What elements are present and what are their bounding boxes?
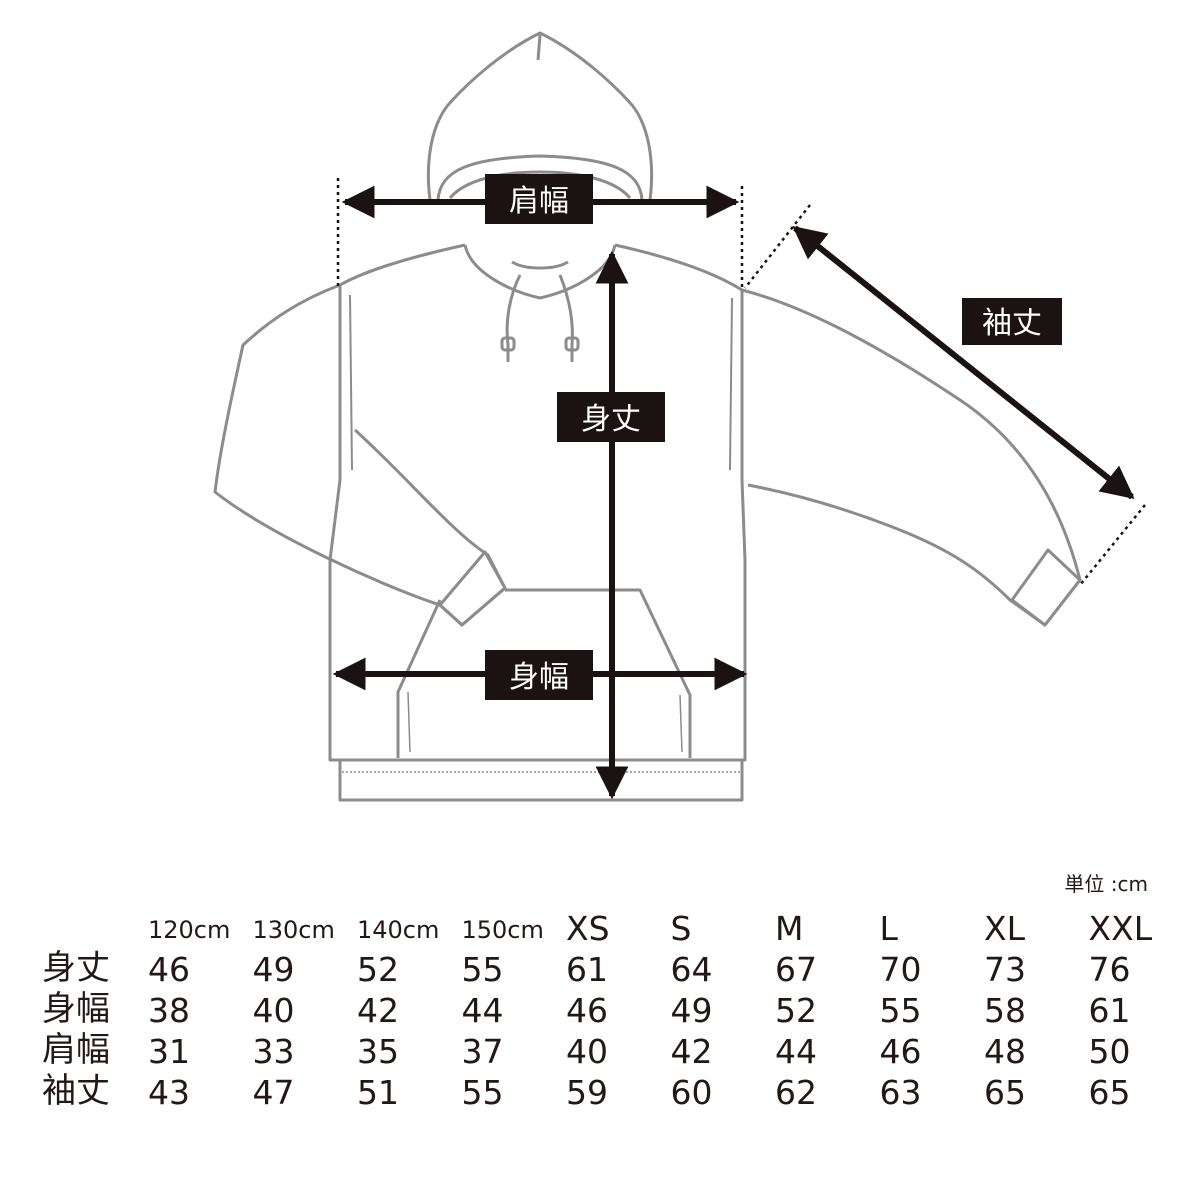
table-cell: 51 xyxy=(357,1073,399,1112)
table-cell: 37 xyxy=(461,1032,504,1071)
left-cuff xyxy=(438,550,507,627)
svg-text:肩幅: 肩幅 xyxy=(509,184,569,219)
table-cell: 31 xyxy=(148,1032,190,1071)
table-row-body-width: 身幅 38 40 42 44 46 49 52 55 58 61 xyxy=(42,989,1193,1030)
table-cell: 42 xyxy=(357,991,399,1030)
table-cell: 42 xyxy=(670,1032,713,1071)
table-cell: 44 xyxy=(775,1032,817,1071)
table-cell: 40 xyxy=(566,1032,608,1071)
drawstring-right xyxy=(558,274,574,362)
table-cell: 70 xyxy=(879,950,922,989)
table-cell: 48 xyxy=(984,1032,1026,1071)
table-cell: 73 xyxy=(984,950,1026,989)
body xyxy=(328,243,747,762)
label-shoulder-width: 肩幅 xyxy=(485,174,593,224)
measurement-guides xyxy=(332,178,1146,800)
table-cell: 65 xyxy=(984,1073,1026,1112)
size-header: S xyxy=(670,909,692,948)
svg-text:身丈: 身丈 xyxy=(581,402,641,437)
table-cell: 49 xyxy=(252,950,295,989)
table-cell: 46 xyxy=(148,950,190,989)
size-header-row: 120cm 130cm 140cm 150cm XS S M L XL XXL xyxy=(42,900,1193,948)
hood-center-seam xyxy=(536,34,542,61)
size-header: L xyxy=(879,909,898,948)
table-cell: 65 xyxy=(1088,1073,1131,1112)
table-cell: 35 xyxy=(357,1032,399,1071)
size-table: 120cm 130cm 140cm 150cm XS S M L XL XXL … xyxy=(42,900,1193,1112)
table-row-body-length: 身丈 46 49 52 55 61 64 67 70 73 76 xyxy=(42,948,1193,989)
table-cell: 52 xyxy=(775,991,817,1030)
table-cell: 55 xyxy=(879,991,922,1030)
sleeve-length-arrow xyxy=(792,225,1135,500)
table-cell: 63 xyxy=(879,1073,922,1112)
left-sleeve xyxy=(213,283,507,627)
hood xyxy=(426,31,654,201)
right-cuff xyxy=(1010,548,1082,627)
table-cell: 46 xyxy=(566,991,608,1030)
table-cell: 47 xyxy=(252,1073,295,1112)
table-cell: 67 xyxy=(775,950,817,989)
table-row-shoulder-width: 肩幅 31 33 35 37 40 42 44 46 48 50 xyxy=(42,1030,1193,1071)
drawstring-left xyxy=(505,274,522,362)
table-cell: 52 xyxy=(357,950,399,989)
label-body-length: 身丈 xyxy=(557,392,665,442)
svg-text:身幅: 身幅 xyxy=(509,660,569,695)
size-header: XL xyxy=(984,909,1025,948)
row-label: 身丈 xyxy=(42,948,110,988)
table-cell: 38 xyxy=(148,991,190,1030)
row-label: 袖丈 xyxy=(42,1071,110,1111)
table-cell: 44 xyxy=(461,991,504,1030)
row-label: 身幅 xyxy=(42,989,110,1029)
table-cell: 55 xyxy=(461,950,504,989)
svg-text:袖丈: 袖丈 xyxy=(982,306,1042,341)
table-cell: 55 xyxy=(461,1073,504,1112)
hood-inner xyxy=(448,170,632,200)
hem-band xyxy=(338,760,744,802)
table-cell: 59 xyxy=(566,1073,608,1112)
table-cell: 64 xyxy=(670,950,713,989)
table-cell: 61 xyxy=(566,950,608,989)
table-cell: 43 xyxy=(148,1073,190,1112)
table-cell: 60 xyxy=(670,1073,713,1112)
hoodie-outline xyxy=(213,31,1082,802)
neckline xyxy=(511,260,569,270)
size-header: M xyxy=(775,909,804,948)
table-cell: 40 xyxy=(252,991,295,1030)
size-header: 120cm xyxy=(148,916,231,944)
size-header: XS xyxy=(566,909,610,948)
size-header: XXL xyxy=(1088,909,1153,948)
size-header: 140cm xyxy=(357,916,440,944)
table-row-sleeve-length: 袖丈 43 47 51 55 59 60 62 63 65 65 xyxy=(42,1071,1193,1112)
kangaroo-pocket xyxy=(396,588,692,758)
size-header: 130cm xyxy=(252,916,335,944)
row-label: 肩幅 xyxy=(42,1030,110,1070)
table-cell: 62 xyxy=(775,1073,817,1112)
table-cell: 61 xyxy=(1088,991,1131,1030)
hood-opening xyxy=(463,244,617,300)
table-cell: 76 xyxy=(1088,950,1131,989)
hoodie-measurement-diagram: 肩幅 身丈 身幅 袖丈 xyxy=(213,31,1146,802)
label-sleeve-length: 袖丈 xyxy=(962,298,1062,345)
label-body-width: 身幅 xyxy=(485,650,593,700)
table-cell: 58 xyxy=(984,991,1026,1030)
table-cell: 46 xyxy=(879,1032,922,1071)
table-cell: 50 xyxy=(1088,1032,1131,1071)
size-header: 150cm xyxy=(461,916,544,944)
table-cell: 49 xyxy=(670,991,713,1030)
unit-label: 単位 :cm xyxy=(1064,872,1148,896)
hood-brim xyxy=(436,154,644,201)
table-cell: 33 xyxy=(252,1032,295,1071)
